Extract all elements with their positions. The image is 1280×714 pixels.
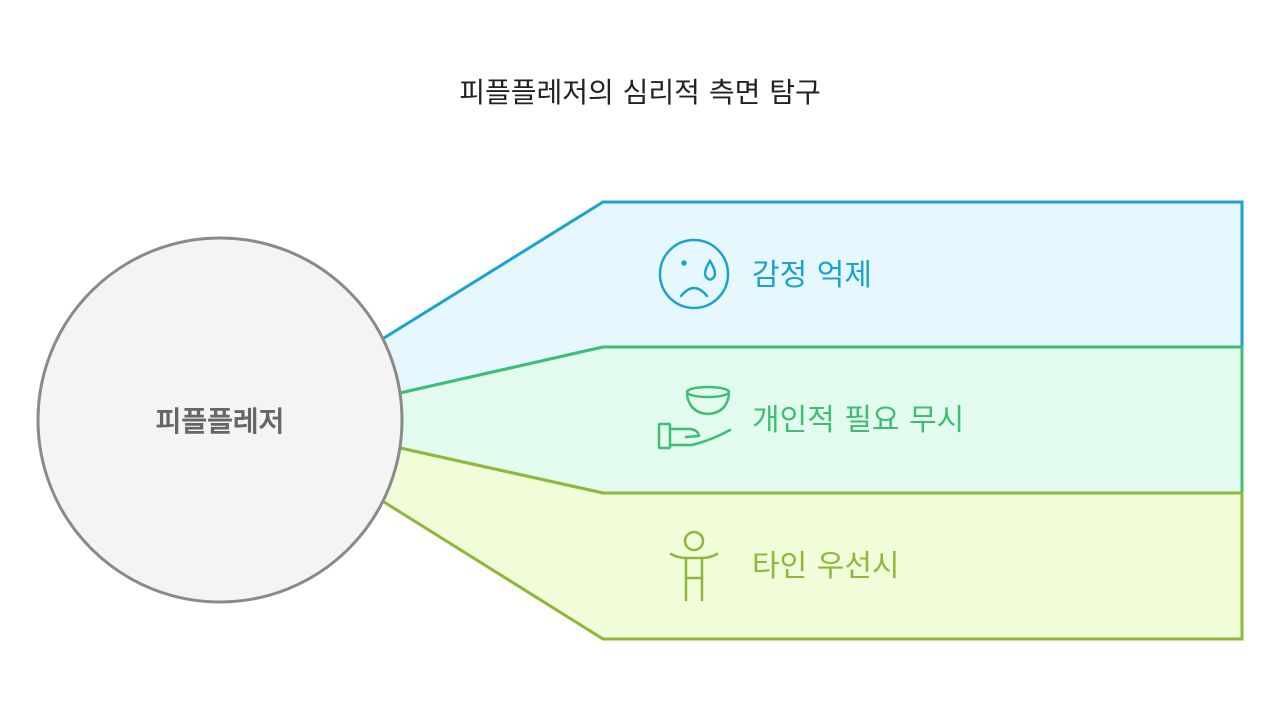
hand-holding-bowl-icon [657, 385, 732, 450]
branch-shape-prioritizing-others [383, 446, 1244, 641]
branch-prioritizing-others: 타인 우선시 [383, 446, 1244, 641]
branch-emotion-suppression: 감정 억제 [383, 200, 1244, 395]
branch-ignoring-personal-needs: 개인적 필요 무시 [399, 345, 1244, 495]
center-circle [36, 236, 404, 604]
branch-label-prioritizing-others: 타인 우선시 [752, 549, 900, 584]
crying-face-icon [658, 238, 730, 310]
branch-label-ignoring-personal-needs: 개인적 필요 무시 [752, 403, 964, 438]
page-title: 피플플레저의 심리적 측면 탐구 [459, 76, 821, 109]
center-node: 피플플레저 [36, 236, 404, 604]
branch-label-emotion-suppression: 감정 억제 [752, 258, 872, 293]
center-label: 피플플레저 [156, 405, 285, 438]
person-icon [669, 530, 719, 602]
